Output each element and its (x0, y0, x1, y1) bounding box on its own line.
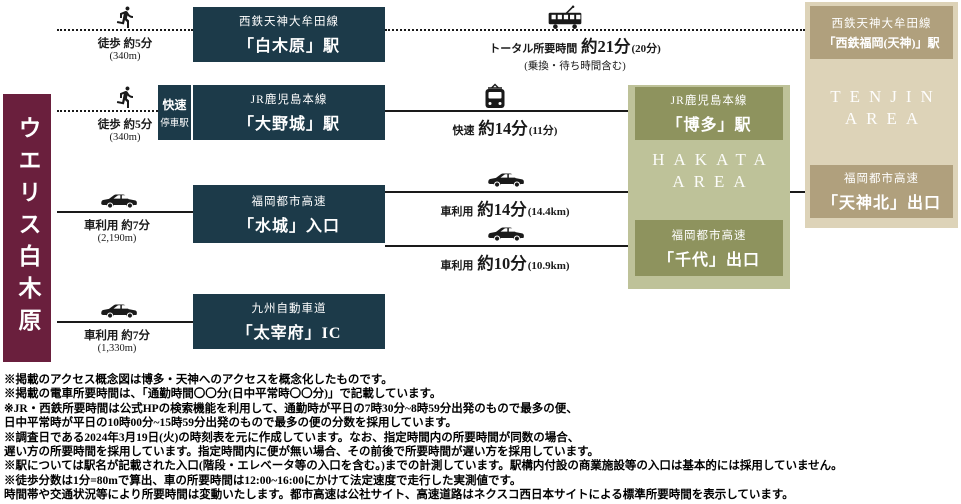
walk-label-r2: 徒歩 約5分 (340m) (97, 119, 153, 143)
car-line-r4 (57, 321, 193, 324)
train-icon (482, 83, 508, 110)
drive-time-branch-top: 車利用 約14分(14.4km) (440, 200, 570, 219)
note-line: ※掲載の電車所要時間は、「通勤時間〇〇分(日中平常時〇〇分)」で記載しています。 (4, 388, 442, 401)
station-box-mizuki-entrance: 福岡都市高速 「水城」入口 (193, 185, 385, 243)
hakata-area-label: HAKATA (652, 150, 775, 169)
note-line: ※徒歩分数は1分=80mで算出、車の所要時間は12:00~16:00にかけて法定… (4, 474, 522, 487)
car-label-r4: 車利用 約7分 (1,330m) (83, 330, 151, 354)
disclaimer-notes: ※掲載のアクセス概念図は博多・天神へのアクセスを概念化したものです。 ※掲載の電… (4, 373, 957, 503)
car-label-r3: 車利用 約7分 (2,190m) (83, 220, 151, 244)
tram-icon (545, 5, 585, 30)
note-line: ※調査日である2024年3月19日(火)の時刻表を元に作成しています。なお、指定… (4, 431, 580, 444)
walk-icon (114, 4, 138, 30)
property-box: ウエリス白木原 (3, 94, 51, 362)
note-line: 時間帯や交通状況等により所要時間は変動いたします。都市高速は公社サイト、高速道路… (4, 489, 794, 502)
note-line: 遅い方の所要時間を採用しています。指定時間内に便が無い場合、その前後で所要時間が… (4, 446, 600, 459)
walk-line-r2 (57, 110, 158, 112)
station-box-chiyo-exit: 福岡都市高速 「千代」出口 (635, 220, 783, 276)
station-box-hakata: JR鹿児島本線 「博多」駅 (635, 87, 783, 140)
car-icon (487, 225, 527, 244)
car-line-branch-top (385, 191, 805, 194)
car-icon (100, 302, 140, 321)
train-line-r2 (385, 110, 628, 113)
station-box-dazaifu-ic: 九州自動車道 「太宰府」IC (193, 294, 385, 349)
property-name: ウエリス白木原 (15, 116, 40, 340)
train-line-r1 (385, 29, 805, 31)
tenjin-area-label: AREA (844, 109, 928, 128)
car-icon (100, 192, 140, 211)
ride-time-r2: 快速 約14分(11分) (452, 119, 558, 138)
car-icon (487, 171, 527, 190)
hakata-area-label: AREA (672, 172, 755, 191)
walk-icon (114, 84, 138, 110)
rapid-stop-badge: 快速 停車駅 (158, 85, 191, 140)
walk-label-r1: 徒歩 約5分 (340m) (97, 38, 153, 62)
hakata-area-panel: JR鹿児島本線 「博多」駅 HAKATA AREA 福岡都市高速 「千代」出口 (628, 85, 790, 289)
station-box-onojo: JR鹿児島本線 「大野城」駅 (193, 85, 385, 140)
station-box-tenjinkita-exit: 福岡都市高速 「天神北」出口 (810, 165, 953, 218)
note-line: 日中平常時が平日の10時00分~15時59分出発のもので最多の便の分数を採用して… (4, 417, 457, 430)
note-line: ※掲載のアクセス概念図は博多・天神へのアクセスを概念化したものです。 (4, 374, 393, 386)
tenjin-area-panel: 西鉄天神大牟田線 「西鉄福岡(天神)」駅 TENJIN AREA 福岡都市高速 … (805, 2, 958, 228)
station-box-nishitetsu-fukuoka: 西鉄天神大牟田線 「西鉄福岡(天神)」駅 (810, 6, 953, 59)
tenjin-area-label: TENJIN (830, 87, 942, 106)
walk-line-r1 (57, 29, 193, 31)
note-line: ※JR・西鉄所要時間は公式HPの検索機能を利用して、通勤時が平日の7時30分~8… (4, 402, 578, 415)
drive-time-branch-bottom: 車利用 約10分(10.9km) (440, 254, 570, 273)
station-box-shirakibaru: 西鉄天神大牟田線 「白木原」駅 (193, 7, 385, 62)
note-line: ※駅については駅名が記載された入口(階段・エレベータ等の入口を含む。)までの計測… (4, 460, 843, 473)
car-line-r3 (57, 211, 193, 214)
ride-time-r1: トータル所要時間 約21分(20分) (乗換・待ち時間含む) (489, 37, 661, 72)
car-line-branch-bottom (385, 245, 628, 248)
